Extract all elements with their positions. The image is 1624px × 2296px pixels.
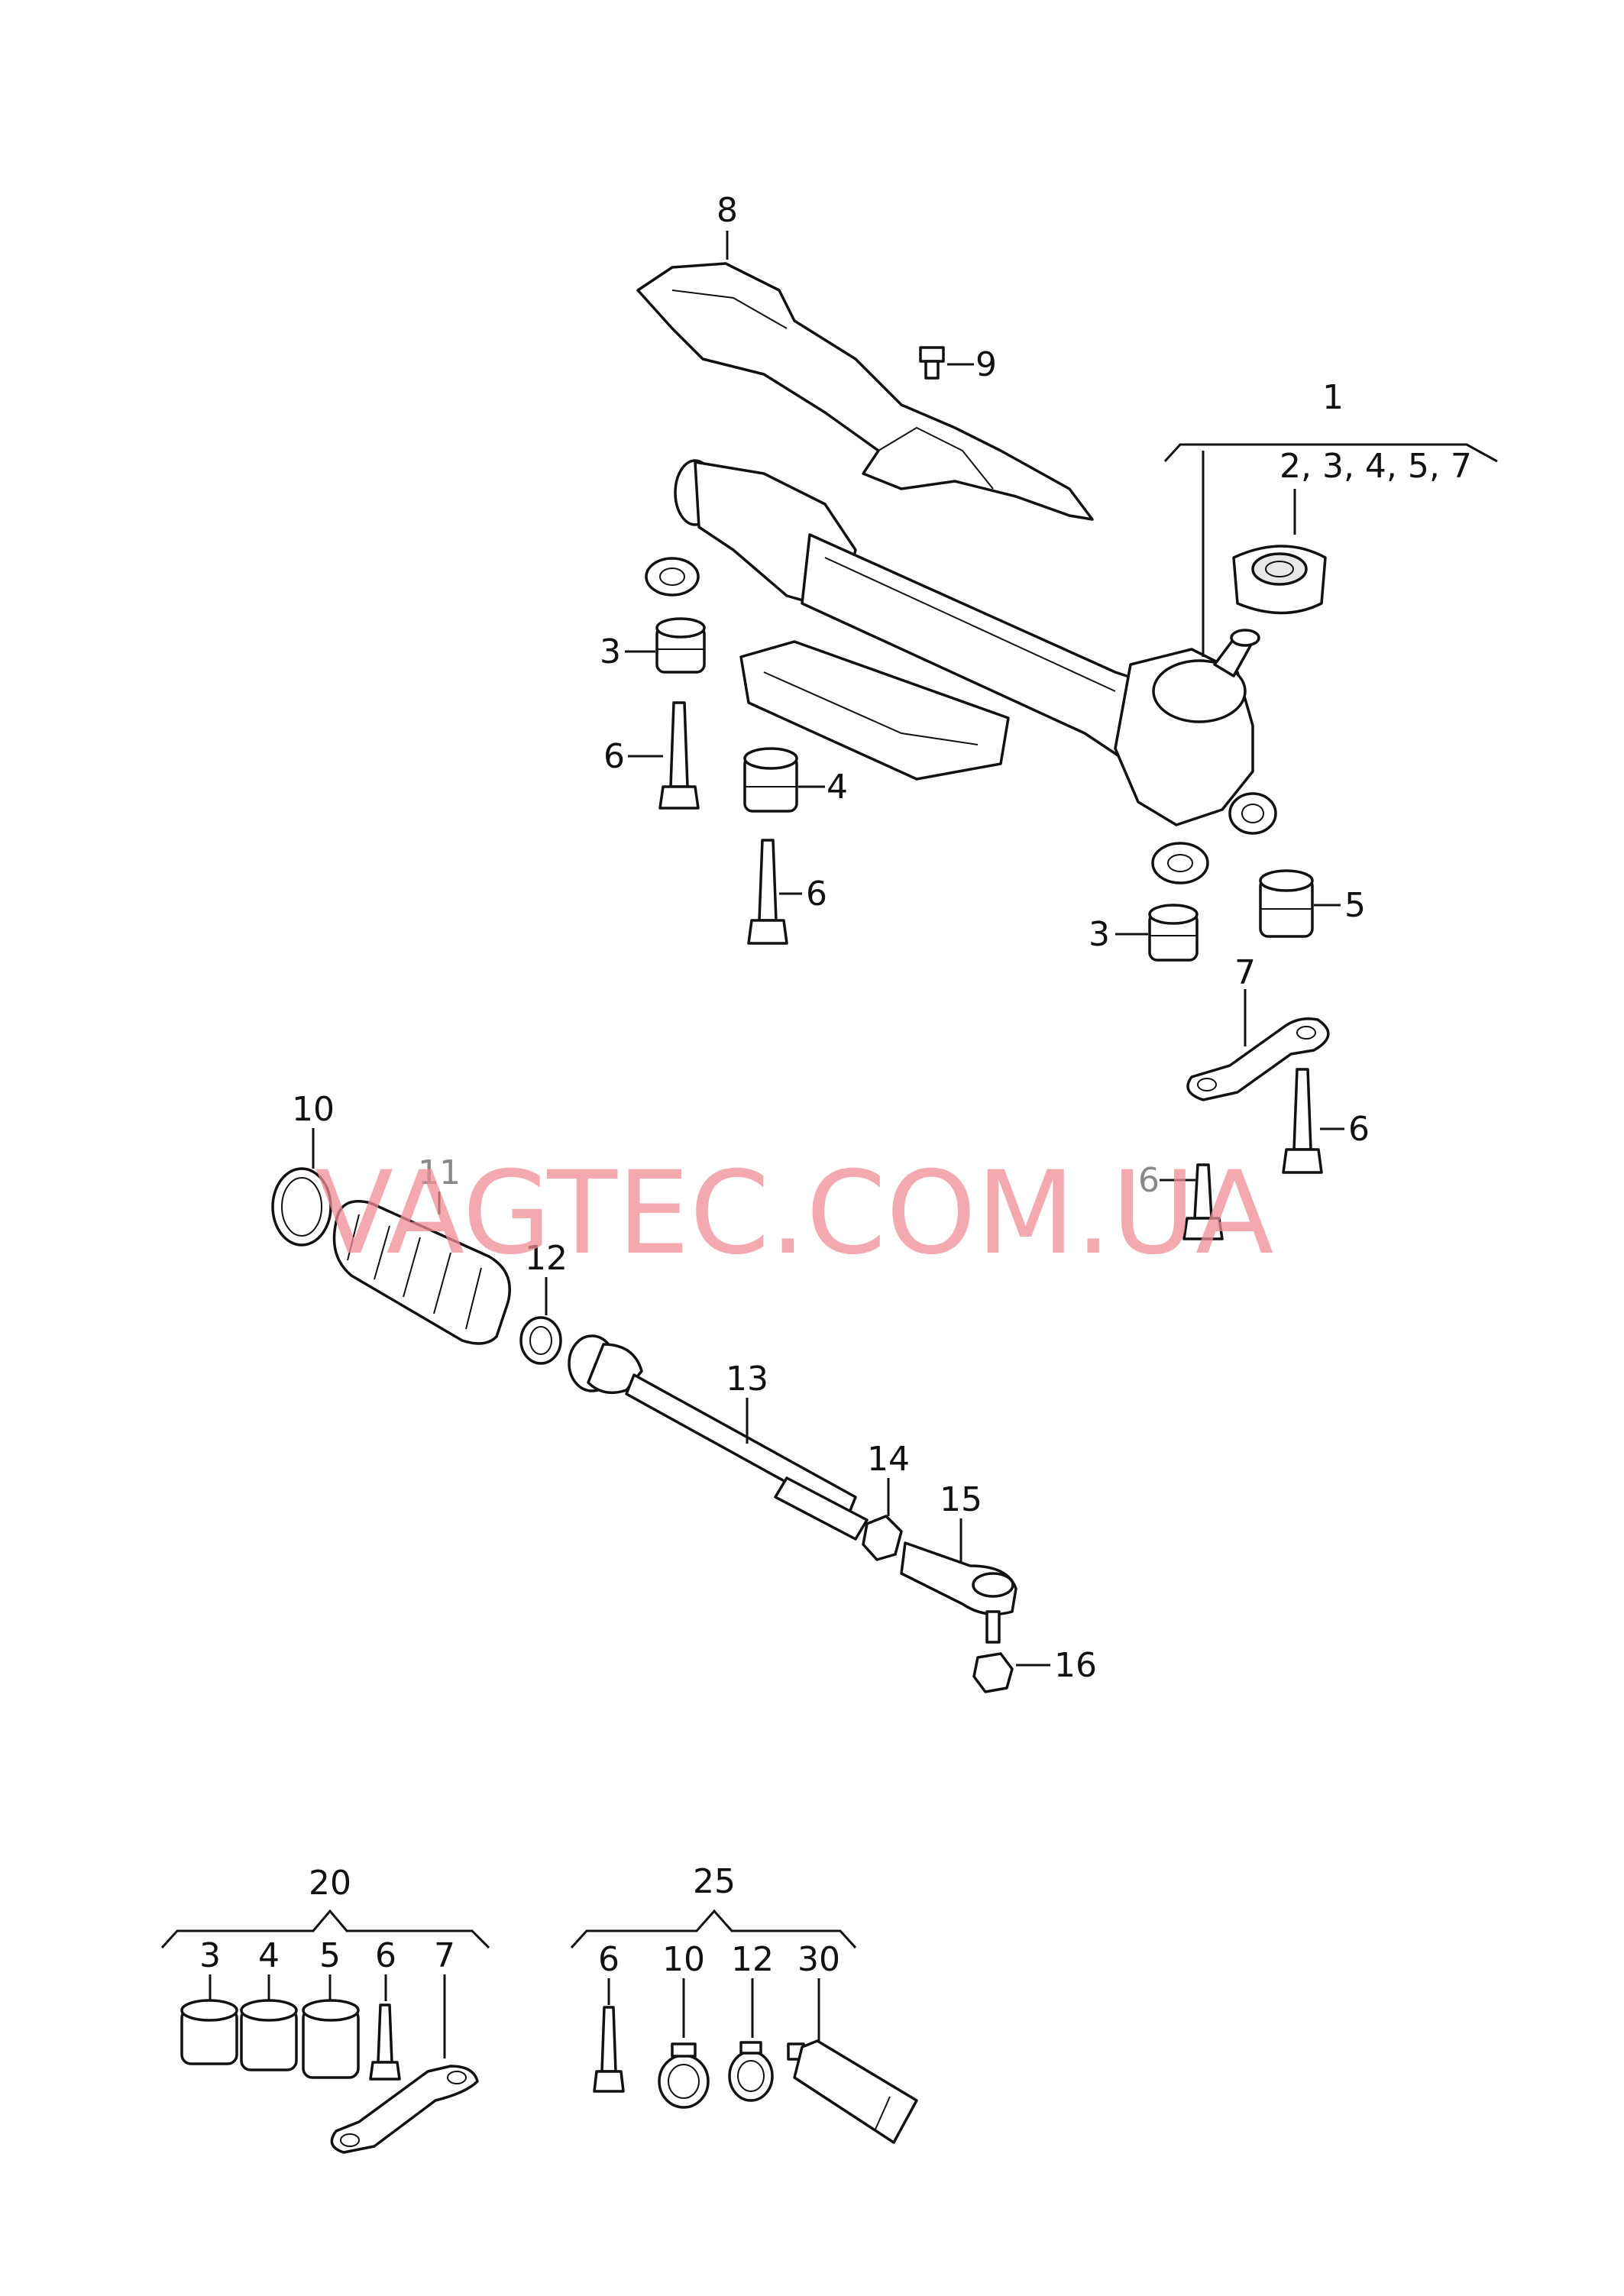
boot-11 bbox=[332, 1200, 511, 1345]
kit-20-label: 20 bbox=[309, 1864, 351, 1903]
strap-plate-7 bbox=[1186, 1017, 1330, 1101]
bushing-3-lower bbox=[1148, 904, 1199, 962]
watermark-text: VAGTEC.COM.UA bbox=[315, 1147, 1273, 1280]
label-9: 9 bbox=[975, 345, 997, 384]
label-6-b: 6 bbox=[806, 875, 827, 914]
label-6-a: 6 bbox=[603, 737, 625, 776]
kit-20-bushing-4 bbox=[240, 1999, 298, 2071]
kit-20-item-4-label: 4 bbox=[258, 1936, 280, 1975]
kit-20-bolt-6 bbox=[369, 2003, 401, 2081]
kit-25-label: 25 bbox=[693, 1862, 736, 1901]
label-3-lower: 3 bbox=[1089, 915, 1110, 954]
clamp-12 bbox=[519, 1316, 562, 1365]
label-15: 15 bbox=[940, 1480, 982, 1519]
kit-25-item-12-label: 12 bbox=[731, 1940, 774, 1979]
bolt-6-d bbox=[1182, 1163, 1224, 1240]
tie-rod-end-15 bbox=[900, 1541, 1017, 1644]
kit-25-group: 25 6 10 12 30 bbox=[570, 1862, 918, 2144]
bolt-6-c bbox=[1282, 1068, 1323, 1174]
kit-25-item-6-label: 6 bbox=[598, 1940, 620, 1979]
kit-20-item-7-label: 7 bbox=[434, 1936, 455, 1975]
label-1: 1 bbox=[1322, 378, 1344, 417]
label-7: 7 bbox=[1234, 953, 1256, 992]
kit-20-item-5-label: 5 bbox=[319, 1936, 341, 1975]
kit-25-grease-tube-30 bbox=[787, 2039, 918, 2144]
bolt-6-b bbox=[747, 839, 788, 945]
label-13: 13 bbox=[726, 1360, 768, 1399]
bushing-3-upper bbox=[655, 617, 706, 674]
tie-rod-13 bbox=[568, 1334, 869, 1541]
kit-20-group: 20 3 4 5 6 7 bbox=[160, 1864, 490, 2154]
label-6-c: 6 bbox=[1348, 1110, 1370, 1149]
small-bolt bbox=[919, 346, 945, 380]
kit-20-bushing-3 bbox=[180, 1999, 238, 2065]
kit-20-item-6-label: 6 bbox=[375, 1936, 396, 1975]
leader-lines bbox=[312, 231, 1498, 1667]
nut-14 bbox=[862, 1515, 903, 1561]
kit-20-item-3-label: 3 bbox=[199, 1936, 221, 1975]
bushing-4 bbox=[743, 747, 798, 813]
kit-25-item-30-label: 30 bbox=[797, 1940, 840, 1979]
kit-25-clamp-12 bbox=[728, 2041, 774, 2102]
kit-25-bolt-6 bbox=[593, 2006, 625, 2093]
label-11: 11 bbox=[418, 1153, 461, 1192]
label-12: 12 bbox=[525, 1239, 568, 1278]
kit-20-bushing-5 bbox=[302, 1999, 360, 2079]
label-3-upper: 3 bbox=[600, 632, 621, 671]
kit-20-strap-7 bbox=[330, 2065, 479, 2154]
label-4: 4 bbox=[827, 768, 848, 807]
steering-rack bbox=[645, 459, 1277, 884]
mount-rubber-2-kit bbox=[1232, 545, 1327, 615]
label-8: 8 bbox=[717, 191, 738, 230]
kit-25-clamp-10 bbox=[658, 2042, 710, 2109]
label-2-3-4-5-7: 2, 3, 4, 5, 7 bbox=[1279, 447, 1472, 486]
label-5: 5 bbox=[1344, 886, 1366, 925]
clamp-10 bbox=[271, 1167, 332, 1247]
heat-shield bbox=[636, 262, 1094, 521]
label-16: 16 bbox=[1054, 1646, 1097, 1685]
kit-25-item-10-label: 10 bbox=[662, 1940, 705, 1979]
bushing-5 bbox=[1259, 869, 1314, 938]
nut-16 bbox=[972, 1652, 1014, 1693]
label-6-d: 6 bbox=[1138, 1161, 1160, 1200]
label-14: 14 bbox=[867, 1440, 910, 1479]
bolt-6-a bbox=[658, 701, 700, 810]
callout-labels: 8 9 1 2, 3, 4, 5, 7 3 6 4 6 3 5 7 6 6 10… bbox=[292, 191, 1472, 1685]
label-10: 10 bbox=[292, 1090, 335, 1129]
